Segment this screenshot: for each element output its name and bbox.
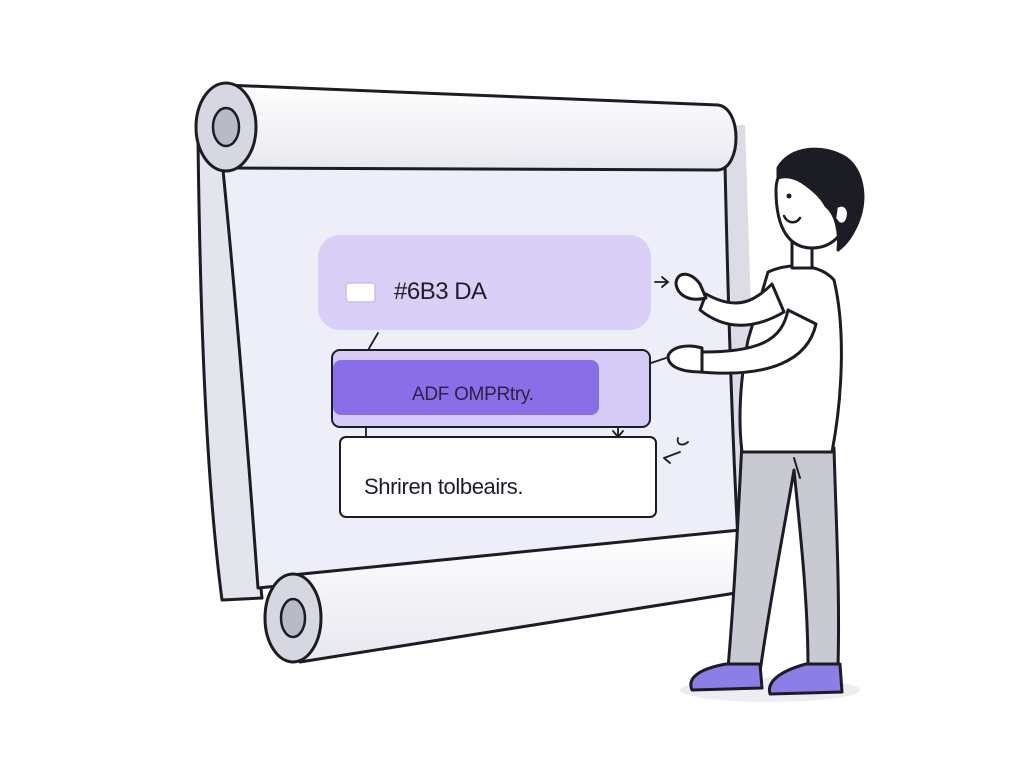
person-hand-mid <box>666 344 704 374</box>
scroll-top-roll <box>223 83 738 172</box>
swatch-icon <box>345 282 376 303</box>
person-eye <box>786 193 792 199</box>
output-box-text: Shriren tolbeairs. <box>364 474 524 499</box>
person <box>666 147 865 696</box>
person-hand-top <box>674 272 708 301</box>
person-ear <box>834 203 850 226</box>
action-button-label[interactable]: ADF OMPRtry. <box>412 384 534 405</box>
person-shoe-left <box>689 662 764 692</box>
output-box <box>339 436 657 518</box>
action-button-fill[interactable] <box>333 360 599 415</box>
scroll-top-roll-core <box>211 106 241 148</box>
person-pocket <box>793 457 801 479</box>
output-box-frame <box>339 436 657 518</box>
person-smile <box>782 214 802 224</box>
scroll-bottom-roll-core <box>279 597 307 639</box>
person-arm-upper <box>698 282 786 327</box>
person-legs <box>726 440 841 674</box>
color-field[interactable] <box>318 235 651 330</box>
action-button[interactable] <box>331 349 651 428</box>
color-field-value: #6B3 DA <box>394 278 487 305</box>
arrow-output-squiggle <box>663 437 689 464</box>
person-shoe-right <box>768 662 844 696</box>
color-field-box[interactable] <box>318 235 651 330</box>
arrow-field-right <box>654 276 670 288</box>
